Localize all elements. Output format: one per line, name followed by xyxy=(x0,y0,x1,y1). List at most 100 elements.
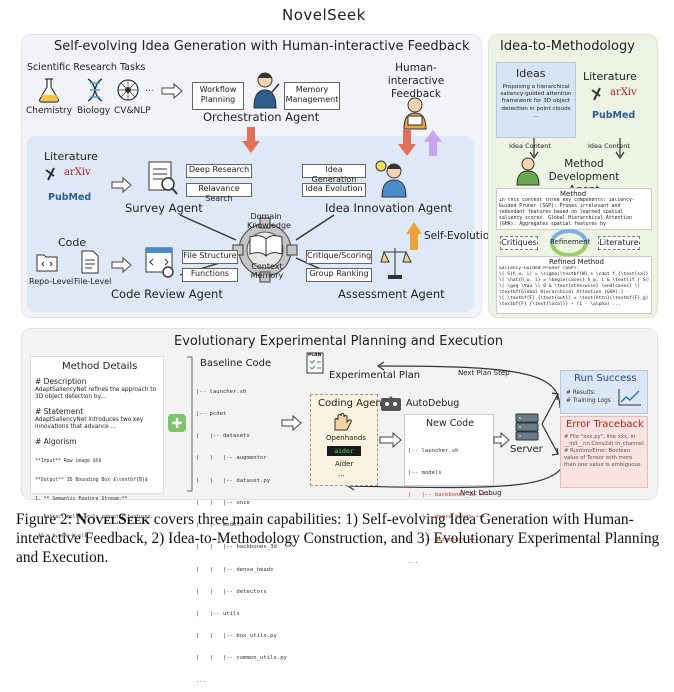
cv-nlp-icon xyxy=(115,77,141,103)
survey-agent-icon xyxy=(146,160,178,198)
description-head: # Description xyxy=(35,377,87,386)
orchestration-agent-label: Orchestration Agent xyxy=(203,110,320,124)
coding-to-newcode-arrow xyxy=(379,431,402,449)
plan-label: PLAN xyxy=(308,353,322,358)
memory-management-box: Memory Management xyxy=(284,82,340,110)
human-feedback-label: Human-interactive Feedback xyxy=(387,62,445,100)
critiques-box: Critiques xyxy=(500,236,538,250)
details-bracket xyxy=(187,356,193,492)
idea-content-label-1: Idea Content xyxy=(509,142,551,150)
method-card xyxy=(496,188,652,230)
code-review-agent-label: Code Review Agent xyxy=(111,287,223,301)
code-label: Code xyxy=(58,236,87,249)
description-text: AdaptSaliencyNet refines the approach to… xyxy=(35,387,157,401)
top-right-pubmed-logo: PubMed xyxy=(592,110,636,121)
new-code-title: New Code xyxy=(426,418,475,429)
new-code-card xyxy=(404,414,494,486)
top-right-literature-label: Literature xyxy=(583,70,637,83)
functions-box: Functions xyxy=(182,268,238,282)
next-plan-step-label: Next Plan Step xyxy=(458,369,510,377)
autodebug-icon xyxy=(380,396,402,412)
refined-method-card xyxy=(496,256,652,314)
literature-to-survey-arrow xyxy=(111,176,132,194)
relevance-search-box: Relavance Search xyxy=(186,183,252,203)
code-review-agent-icon xyxy=(144,246,176,280)
domain-knowledge-label: Domain Knowledge xyxy=(247,212,291,230)
method-title: Method xyxy=(560,190,587,198)
book-icon xyxy=(248,234,284,257)
method-text: In this context three key components: Sa… xyxy=(499,198,635,226)
results-line-2: # Training Logs xyxy=(566,398,611,404)
new-code-tree: |-- launcher.sh |-- models | |-- backbon… xyxy=(408,447,496,565)
file-level-label: File-Level xyxy=(74,277,112,286)
idea-generation-heading: Self-evolving Idea Generation with Human… xyxy=(54,39,470,54)
next-debug-label: Next Debug xyxy=(460,489,502,497)
deep-research-box: Deep Research xyxy=(186,164,252,178)
feedback-arrow-down xyxy=(398,130,416,156)
statement-text: AdaptSaliencyNet introduces two key inno… xyxy=(35,417,144,431)
workflow-planning-box: Workflow Planning xyxy=(192,82,244,110)
feedback-arrow-up xyxy=(424,130,442,156)
literature-label: Literature xyxy=(44,150,98,163)
server-branch-arrows xyxy=(541,392,559,456)
statement-head: # Statement xyxy=(35,407,84,416)
self-evolution-label: Self-Evolution xyxy=(424,230,496,242)
ideas-title: Ideas xyxy=(516,67,546,80)
newcode-to-server-arrow xyxy=(493,431,510,449)
figure-caption: Figure 2: NovelSeek covers three main ca… xyxy=(16,511,660,566)
experimental-plan-label: Experimental Plan xyxy=(329,370,421,381)
figure-title: NovelSeek xyxy=(282,6,366,24)
assessment-agent-icon xyxy=(380,246,412,280)
agent-connection-lines xyxy=(179,214,335,276)
ideas-text: Proposing a hierarchical saliency-guided… xyxy=(500,84,572,119)
orchestration-agent-icon xyxy=(250,70,280,110)
biology-icon xyxy=(82,77,108,103)
plus-icon xyxy=(168,414,186,432)
idea-content-label-2: Idea Content xyxy=(588,142,630,150)
refinement-label: Refinement xyxy=(550,238,591,246)
ideas-card xyxy=(496,62,576,138)
top-right-arxiv-logo: arXiv xyxy=(590,86,650,102)
coding-agent-title: Coding Agent xyxy=(318,398,386,409)
self-evolution-arrow xyxy=(406,222,422,250)
task-chemistry: Chemistry xyxy=(26,106,73,116)
orchestration-arrow-down xyxy=(242,127,260,153)
context-memory-label: Context Memory xyxy=(250,262,284,280)
server-label: Server xyxy=(510,444,543,455)
error-traceback-card xyxy=(560,416,648,488)
repo-level-label: Repo-Level xyxy=(29,277,74,286)
literature-box: Literature xyxy=(598,236,640,250)
code-to-review-arrow xyxy=(111,256,132,274)
chart-icon xyxy=(618,388,642,406)
tasks-more: ... xyxy=(145,84,154,94)
task-cv-nlp: CV&NLP xyxy=(114,106,151,116)
critique-scoring-box: Critique/Scoring xyxy=(306,250,372,264)
openhands-label: Openhands xyxy=(326,434,366,442)
assessment-agent-label: Assessment Agent xyxy=(338,287,445,301)
coding-agent-box xyxy=(310,394,378,486)
refined-method-lines: Saliency-Guided Pruner (SGP): \[ S(h_w, … xyxy=(499,266,649,307)
experimental-planning-heading: Evolutionary Experimental Planning and E… xyxy=(174,334,504,349)
pubmed-logo: PubMed xyxy=(48,192,92,203)
server-icon xyxy=(514,412,540,442)
idea-to-methodology-heading: Idea-to-Methodology xyxy=(500,39,635,54)
plan-icon xyxy=(306,352,324,374)
openhands-icon xyxy=(331,412,355,432)
algorism-lines: **Input** Raw image $X$ **Output** 3D Bo… xyxy=(35,459,154,539)
results-line-1: # Results: xyxy=(566,390,596,396)
refined-method-title: Refined Method xyxy=(549,258,604,266)
file-level-icon xyxy=(80,250,100,274)
refinement-cycle-icon xyxy=(546,228,592,258)
run-success-title: Run Success xyxy=(574,373,637,384)
error-lines: # File "xxx.py", line xxx, in __init__nn… xyxy=(564,434,644,468)
aider-label: Aider xyxy=(335,460,354,468)
task-biology: Biology xyxy=(77,106,111,116)
algorism-head: # Algorism xyxy=(35,437,77,446)
arxiv-logo: arXiv xyxy=(44,166,104,182)
method-details-title: Method Details xyxy=(62,361,138,372)
coding-agent-more: ... xyxy=(338,470,345,478)
baseline-code-title: Baseline Code xyxy=(200,358,272,369)
idea-innovation-agent-icon xyxy=(372,158,408,198)
tasks-to-orchestration-arrow xyxy=(161,82,183,100)
idea-content-arrows xyxy=(529,138,625,160)
